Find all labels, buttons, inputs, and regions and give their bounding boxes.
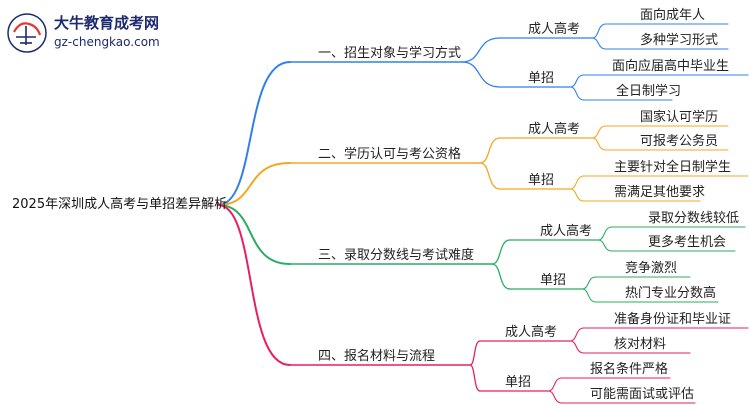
branch-2-label: 二、学历认可与考公资格 xyxy=(318,147,462,162)
branch-4-group-2-label: 单招 xyxy=(505,375,532,390)
branch-3-group-1-item-1: 录取分数线较低 xyxy=(648,211,740,226)
branch-2-group-2-item-2-connector xyxy=(569,188,585,202)
branch-3-group-2-item-1-connector xyxy=(581,276,597,290)
branch-4-group-2-item-2-connector xyxy=(547,390,563,404)
branch-4-group-1-item-2-connector xyxy=(569,340,585,354)
branch-2-connector xyxy=(217,162,291,206)
branch-2-group-2-item-1: 主要针对全日制学生 xyxy=(614,160,732,175)
branch-4-group-2-item-1: 报名条件严格 xyxy=(590,362,669,377)
branch-4-connector xyxy=(217,204,291,366)
branch-2-group-2-item-1-connector xyxy=(569,175,585,190)
branch-2-group-2-connector xyxy=(479,162,501,190)
branch-4-group-2-item-1-connector xyxy=(547,377,563,392)
site-logo[interactable]: 大牛教育成考网 gz-chengkao.com xyxy=(6,10,181,56)
branch-2-group-1-label: 成人高考 xyxy=(528,122,581,137)
branch-1-group-1-item-2: 多种学习形式 xyxy=(640,33,719,48)
branch-4-group-1-connector xyxy=(469,340,481,366)
branch-3-group-2-item-2-connector xyxy=(581,288,597,303)
branch-3-group-1-item-2: 更多考生机会 xyxy=(648,235,727,250)
branch-4-label: 四、报名材料与流程 xyxy=(318,349,436,364)
branch-3-group-2-item-2: 热门专业分数高 xyxy=(625,286,717,301)
branch-2-group-1-item-1-connector xyxy=(591,125,607,139)
branch-3-connector xyxy=(217,204,291,265)
branch-1-group-1-item-1: 面向成年人 xyxy=(640,8,706,23)
branch-3-label: 三、录取分数线与考试难度 xyxy=(318,248,475,263)
branch-1-group-2-connector xyxy=(461,61,501,88)
branch-4-group-1-label: 成人高考 xyxy=(505,325,558,340)
logo-title: 大牛教育成考网 xyxy=(54,14,160,32)
branch-3-group-1-item-1-connector xyxy=(597,226,613,241)
branch-3-group-2-connector xyxy=(491,263,511,290)
branch-1-label: 一、招生对象与学习方式 xyxy=(318,46,462,61)
branch-1-group-2-item-2-connector xyxy=(569,86,585,101)
branch-1-group-1-item-2-connector xyxy=(591,37,607,50)
branch-1-group-2-item-1-connector xyxy=(569,74,585,88)
branch-4-group-2-item-2: 可能需面试或评估 xyxy=(590,387,695,402)
branch-1-connector xyxy=(217,61,291,206)
branch-2-group-2-item-2: 需满足其他要求 xyxy=(614,185,706,200)
branch-3-group-1-connector xyxy=(491,239,511,265)
logo-url: gz-chengkao.com xyxy=(54,35,160,49)
branch-1-group-2-item-1: 面向应届高中毕业生 xyxy=(612,59,730,74)
branch-2-group-2-label: 单招 xyxy=(528,173,555,188)
branch-3-group-2-item-1: 竞争激烈 xyxy=(625,261,678,276)
branch-4-group-2-connector xyxy=(469,364,481,392)
branch-1-group-1-label: 成人高考 xyxy=(528,22,581,37)
branch-3-group-1-item-2-connector xyxy=(597,239,613,252)
branch-4-group-1-item-1: 准备身份证和毕业证 xyxy=(614,312,732,327)
branch-3-group-2-label: 单招 xyxy=(540,273,567,288)
branch-2-group-1-connector xyxy=(479,137,501,164)
root-topic: 2025年深圳成人高考与单招差异解析 xyxy=(12,197,228,212)
branch-4-group-1-item-2: 核对材料 xyxy=(614,337,667,352)
branch-4-group-1-item-1-connector xyxy=(569,327,585,342)
branch-1-group-2-item-2: 全日制学习 xyxy=(616,84,682,99)
branch-2-group-1-item-2-connector xyxy=(591,137,607,151)
branch-1-group-1-item-1-connector xyxy=(591,23,607,39)
branch-1-group-1-connector xyxy=(461,37,501,63)
branch-1-group-2-label: 单招 xyxy=(528,71,555,86)
branch-2-group-1-item-2: 可报考公务员 xyxy=(640,134,719,149)
branch-2-group-1-item-1: 国家认可学历 xyxy=(640,110,719,125)
branch-3-group-1-label: 成人高考 xyxy=(540,224,593,239)
logo-mark-icon xyxy=(7,13,47,53)
